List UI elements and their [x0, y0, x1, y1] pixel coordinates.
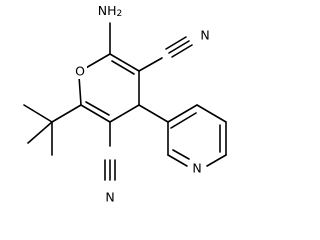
- bond-c5-c6: [80, 104, 111, 123]
- bond-c2-c3-double: [111, 60, 135, 75]
- amine-label: NH2: [98, 3, 123, 20]
- pyridine-ring: [138, 104, 227, 167]
- bond-c6-cq: [51, 104, 82, 123]
- triple-bond-a: [168, 40, 190, 54]
- bond-o-c2: [83, 53, 111, 70]
- bond-cq-me1: [23, 104, 53, 123]
- bond-p1-p2: [167, 104, 198, 123]
- chemical-structure: O NH2 N N N: [23, 3, 227, 205]
- bond-n-p6-double: [172, 149, 190, 160]
- upper-nitrile: [138, 36, 193, 72]
- atom-labels: O NH2 N N N: [73, 3, 210, 205]
- bond-n-p6: [167, 154, 188, 167]
- bond-c6-o: [78, 75, 82, 106]
- pyridine-n-label: N: [192, 161, 201, 176]
- amine-n-label: N: [98, 3, 107, 18]
- bond-c3-cn: [138, 57, 163, 72]
- ring-oxygen-label: O: [75, 64, 85, 79]
- bond-cq-me2: [27, 121, 53, 144]
- lower-nitrile: [104, 121, 116, 181]
- triple-bond-b: [165, 36, 187, 50]
- upper-nitrile-n-label: N: [200, 28, 209, 43]
- bond-p2-p3: [196, 104, 227, 123]
- amine-h-label: H: [107, 3, 116, 18]
- bond-p4-n: [206, 154, 227, 167]
- triple-bond-c: [171, 44, 193, 58]
- bond-c5-c6-double: [85, 101, 110, 116]
- amine-h-count: 2: [117, 9, 123, 19]
- bond-p1-p2-double: [170, 112, 197, 129]
- bond-c4-pyr: [138, 104, 169, 123]
- bond-c4-c5: [109, 104, 140, 123]
- bond-c2-c3: [109, 53, 140, 72]
- lower-nitrile-n-label: N: [105, 190, 114, 205]
- pyran-ring: [78, 53, 140, 123]
- tert-butyl-group: [23, 104, 82, 156]
